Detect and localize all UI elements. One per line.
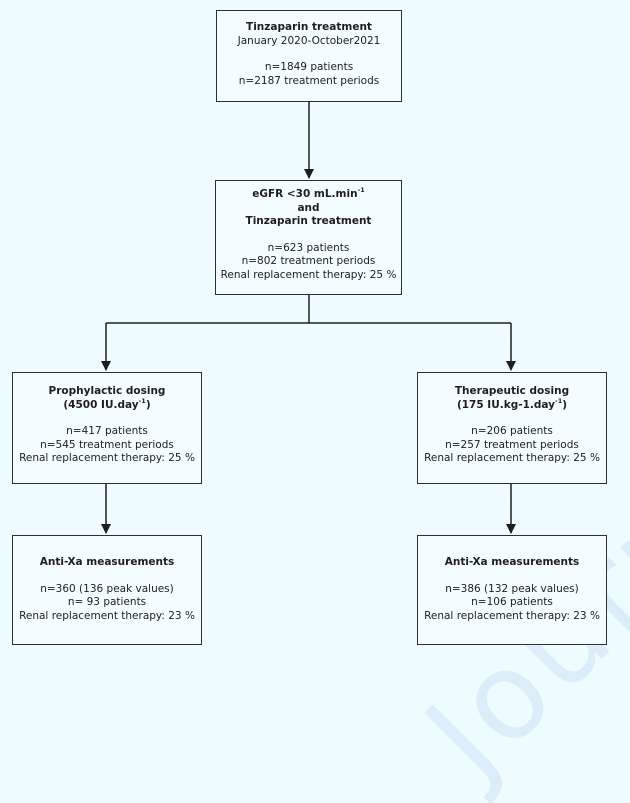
renal-replacement-rate: Renal replacement therapy: 23 %	[424, 609, 600, 622]
patient-count: n=1849 patients	[264, 61, 354, 73]
box-title: Anti-Xa measurements	[444, 556, 580, 568]
antixa-measurements-box-left: Anti-Xa measurements n=360 (136 peak val…	[12, 535, 202, 645]
box-subtitle: Tinzaparin treatment	[245, 215, 372, 227]
egfr-tinzaparin-box: eGFR <30 mL.min-1 and Tinzaparin treatme…	[215, 180, 402, 295]
box-title: Anti-Xa measurements	[39, 556, 175, 568]
renal-replacement-rate: Renal replacement therapy: 25 %	[220, 268, 397, 281]
renal-replacement-rate: Renal replacement therapy: 25 %	[424, 452, 600, 464]
treatment-period-count: n=257 treatment periods	[445, 438, 579, 451]
measurement-count: n=360 (136 peak values)	[40, 582, 174, 595]
box-title: Prophylactic dosing	[48, 385, 166, 397]
flowchart-connectors	[101, 102, 516, 534]
and-label: and	[297, 201, 320, 214]
antixa-measurements-box-right: Anti-Xa measurements n=386 (132 peak val…	[417, 535, 607, 645]
measurement-count: n=386 (132 peak values)	[445, 582, 579, 595]
patient-count: n=206 patients	[471, 425, 553, 437]
patient-count: n=417 patients	[66, 425, 148, 437]
box-title: Tinzaparin treatment	[246, 21, 372, 33]
therapeutic-dosing-box: Therapeutic dosing (175 IU.kg-1.day-1) n…	[417, 372, 607, 484]
renal-replacement-rate: Renal replacement therapy: 23 %	[19, 609, 195, 622]
patient-count: n=623 patients	[267, 241, 350, 254]
box-title: Therapeutic dosing	[454, 385, 570, 397]
renal-replacement-rate: Renal replacement therapy: 25 %	[19, 452, 195, 464]
treatment-period-count: n=545 treatment periods	[40, 438, 174, 451]
treatment-period-count: n=802 treatment periods	[241, 255, 376, 267]
study-period: January 2020-October2021	[237, 34, 381, 47]
dose-label: (175 IU.kg-1.day-1)	[456, 396, 568, 411]
patient-count: n=106 patients	[471, 596, 553, 608]
patient-count: n= 93 patients	[67, 596, 147, 608]
treatment-period-count: n=2187 treatment periods	[238, 74, 380, 87]
dose-label: (4500 IU.day-1)	[63, 396, 151, 411]
tinzaparin-treatment-box: Tinzaparin treatment January 2020-Octobe…	[216, 10, 402, 102]
box-title: eGFR <30 mL.min-1	[252, 186, 365, 200]
prophylactic-dosing-box: Prophylactic dosing (4500 IU.day-1) n=41…	[12, 372, 202, 484]
